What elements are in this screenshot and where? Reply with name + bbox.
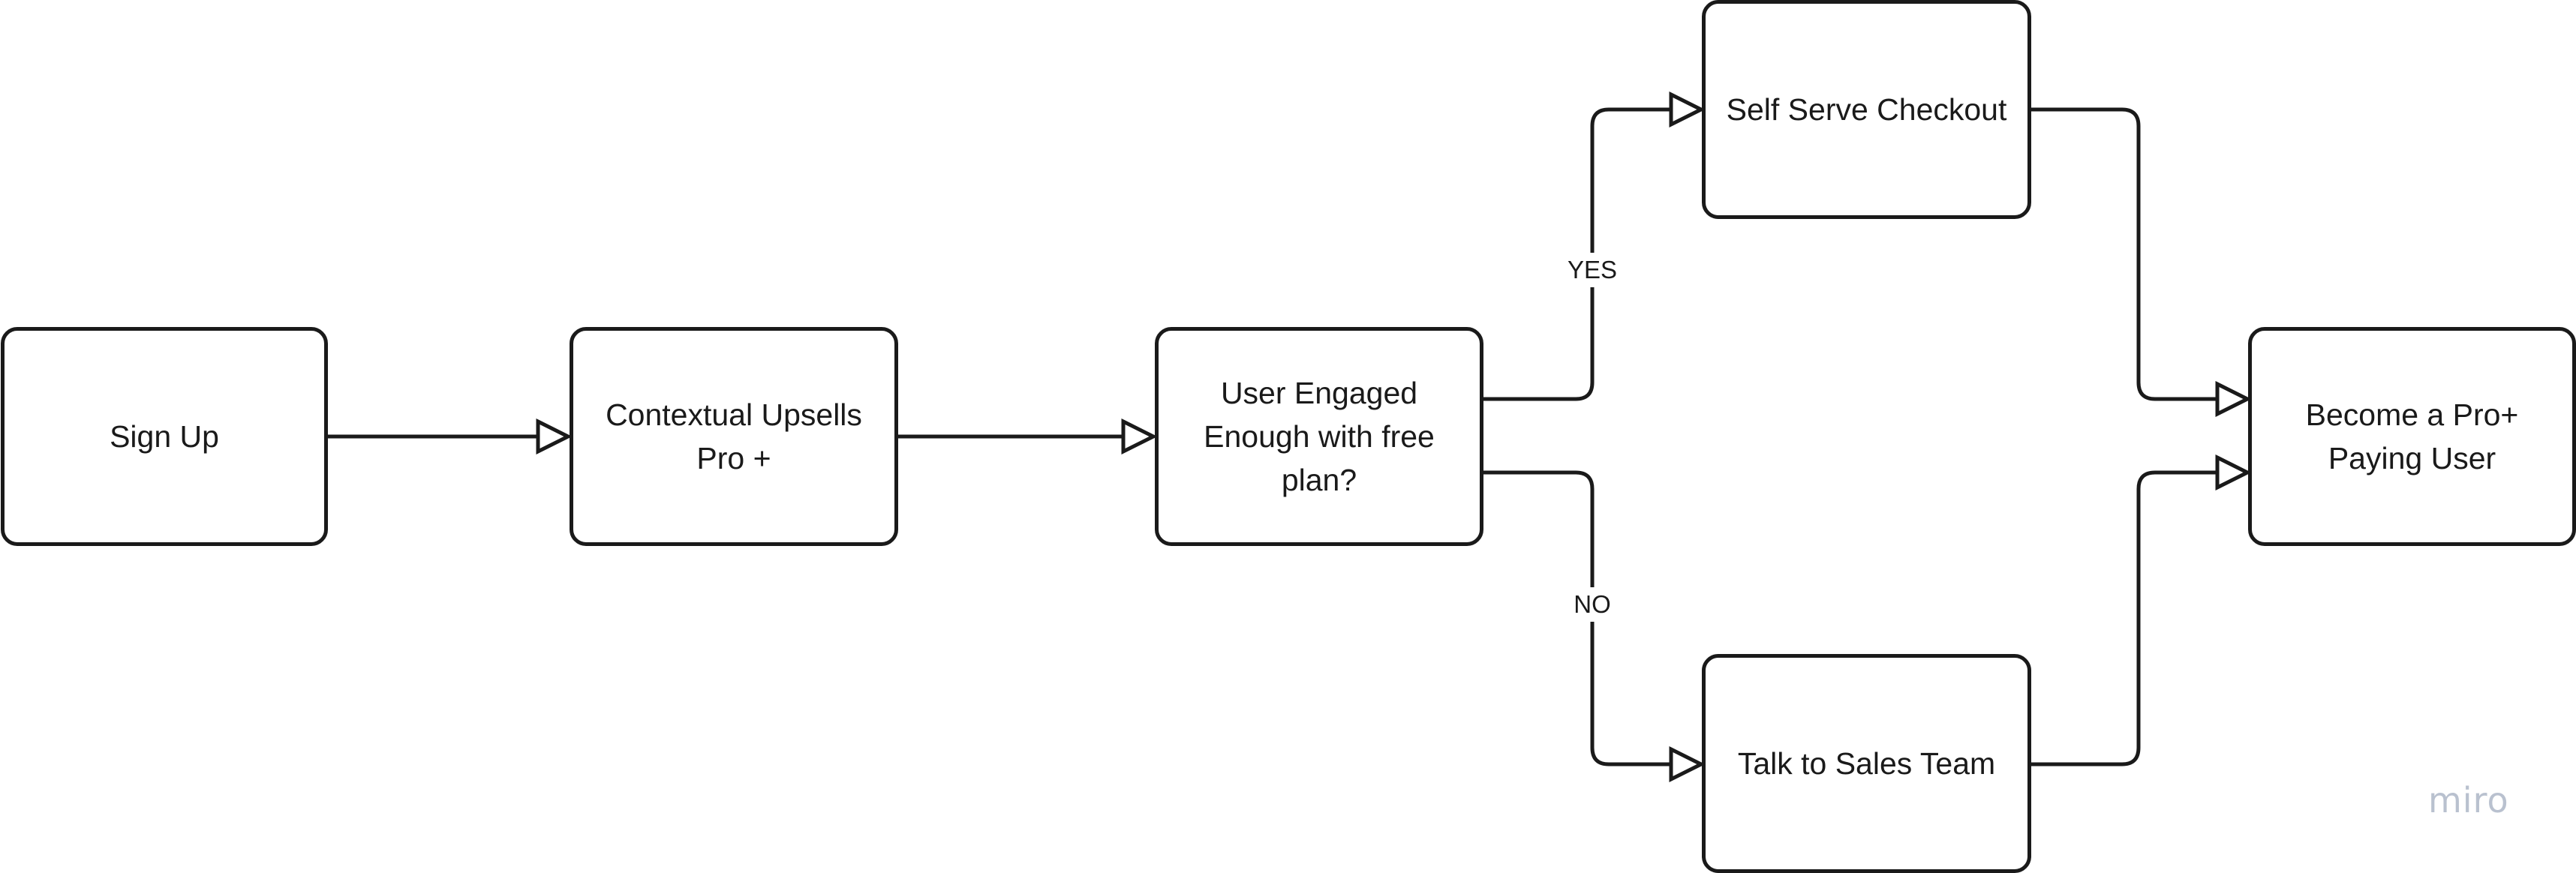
arrowhead-pro-top xyxy=(2215,380,2252,418)
node-user-engaged[interactable]: User Engaged Enough with free plan? xyxy=(1155,327,1483,546)
arrowhead-selfserve xyxy=(1669,91,1706,128)
node-become-pro-label: Become a Pro+ Paying User xyxy=(2305,398,2519,476)
node-become-pro[interactable]: Become a Pro+ Paying User xyxy=(2248,327,2576,546)
arrowhead-pro-bottom xyxy=(2215,454,2252,491)
node-self-serve-checkout-label: Self Serve Checkout xyxy=(1726,92,2007,127)
connector-selfserve-to-pro xyxy=(2031,107,2217,401)
arrowhead-upsells xyxy=(536,418,573,455)
edge-label-yes: YES xyxy=(1562,253,1622,287)
node-user-engaged-label: User Engaged Enough with free plan? xyxy=(1204,376,1435,497)
node-contextual-upsells-label: Contextual Upsells Pro + xyxy=(606,398,862,476)
node-talk-to-sales[interactable]: Talk to Sales Team xyxy=(1702,654,2031,873)
arrowhead-engaged xyxy=(1121,418,1158,455)
edge-label-no: NO xyxy=(1569,587,1616,622)
node-talk-to-sales-label: Talk to Sales Team xyxy=(1737,746,1996,781)
node-contextual-upsells[interactable]: Contextual Upsells Pro + xyxy=(570,327,898,546)
miro-watermark-logo: miro xyxy=(2428,780,2509,820)
node-sign-up[interactable]: Sign Up xyxy=(1,327,328,546)
arrowhead-sales xyxy=(1669,746,1706,783)
node-sign-up-label: Sign Up xyxy=(110,419,219,454)
node-self-serve-checkout[interactable]: Self Serve Checkout xyxy=(1702,0,2031,219)
connector-sales-to-pro xyxy=(2031,470,2217,766)
